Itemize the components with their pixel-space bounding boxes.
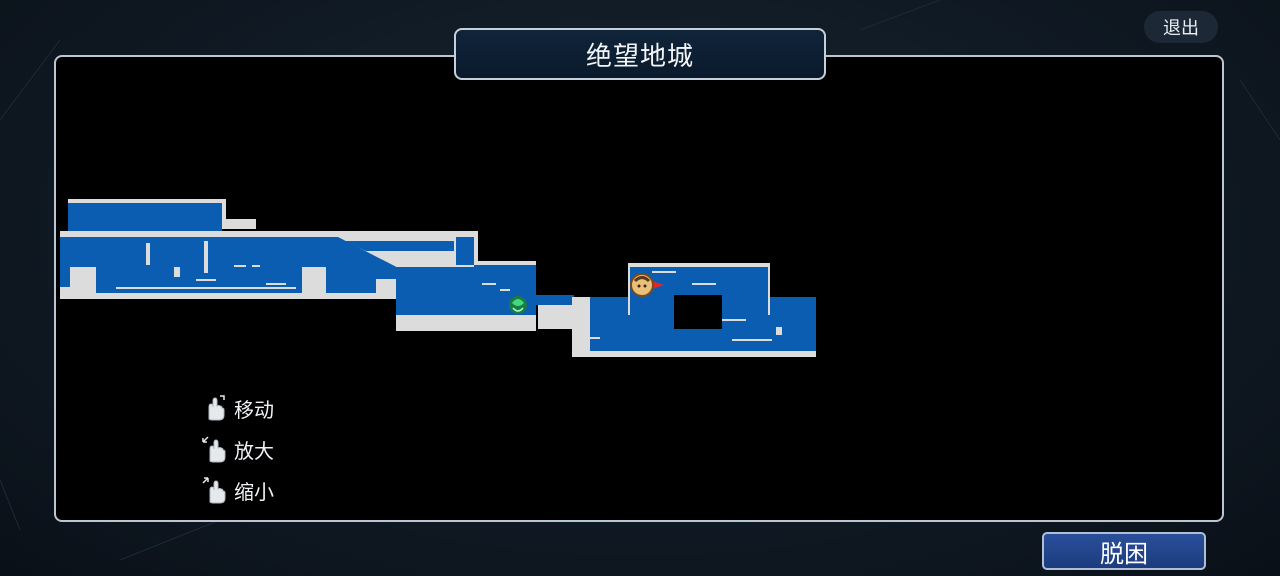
exit-button[interactable]: 退出 [1144,11,1218,43]
map-room-middle [396,261,590,331]
hand-pinch-in-icon [200,475,230,505]
map-panel[interactable] [54,55,1224,522]
hand-pinch-out-icon [200,434,230,464]
hand-drag-icon [200,393,230,423]
map-title: 绝望地城 [454,28,826,80]
map-room-right [572,263,816,357]
hint-move-label: 移动 [234,397,274,422]
green-portal-icon[interactable] [509,296,527,314]
hint-zoom-in: 放大 [200,434,274,464]
hint-zoom-in-label: 放大 [234,438,274,463]
dungeon-map[interactable] [56,57,1224,522]
player-portrait-icon[interactable] [630,273,664,297]
escape-button[interactable]: 脱困 [1042,532,1206,570]
hint-move: 移动 [200,393,274,423]
hint-zoom-out-label: 缩小 [234,479,274,504]
hint-zoom-out: 缩小 [200,475,274,505]
